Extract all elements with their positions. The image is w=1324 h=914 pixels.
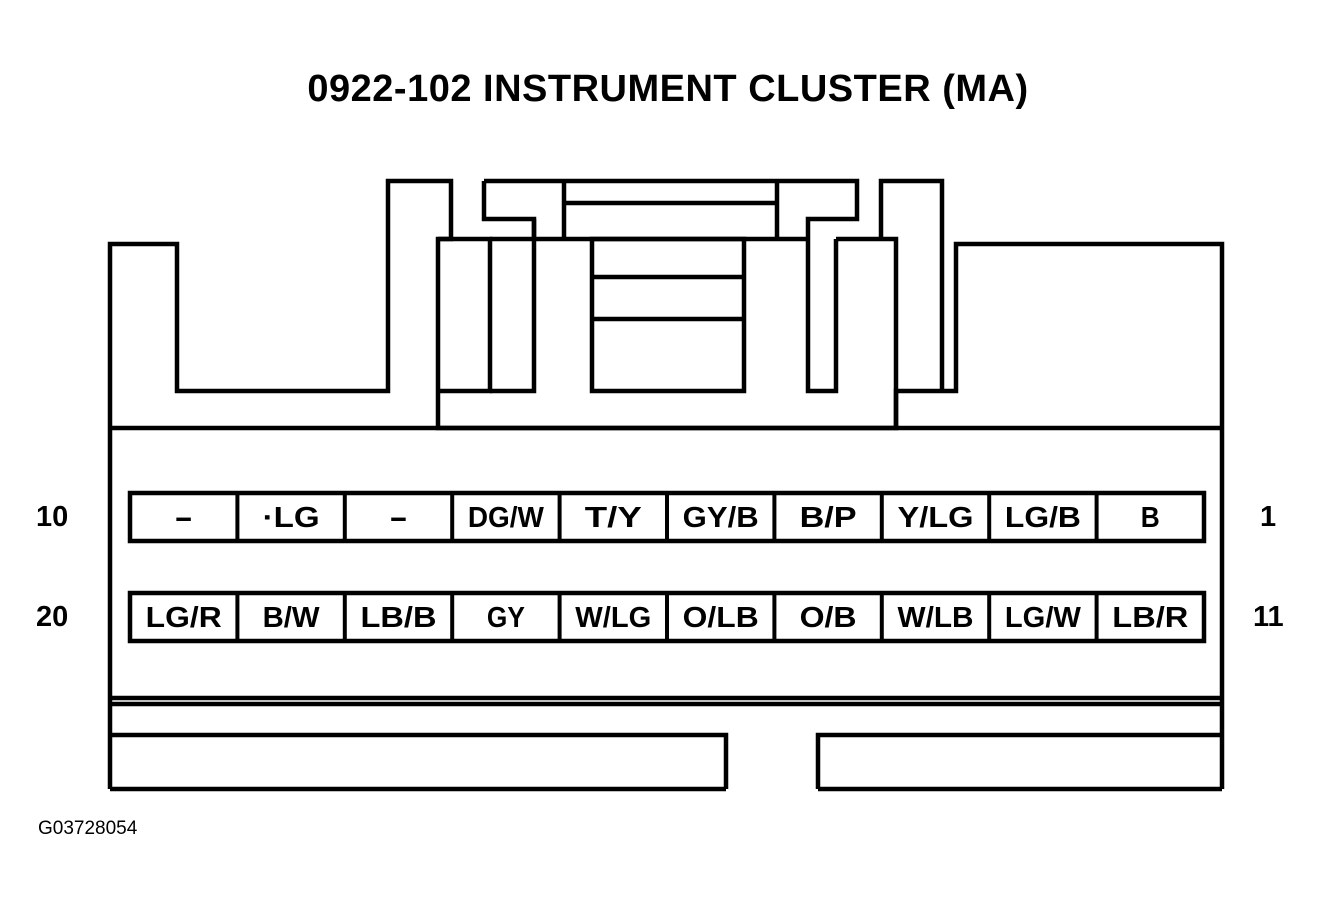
pin-wire-color: W/LB — [898, 602, 974, 634]
bottom-notch-right — [815, 732, 1222, 789]
pin-row-top: - ·LG - DG/W T/Y GY/B B/P Y/LG LG/B B — [127, 490, 1207, 544]
pin-wire-color: T/Y — [585, 502, 642, 534]
diagram-title: 0922-102 INSTRUMENT CLUSTER (MA) — [307, 68, 1029, 110]
pin-wire-color: - — [389, 502, 408, 534]
pin-wire-color: LB/R — [1112, 602, 1188, 634]
pin-wire-color: Y/LG — [898, 502, 974, 534]
latch-top-frame-left — [481, 181, 537, 239]
pin-number-11: 11 — [1253, 601, 1284, 633]
pin-number-1: 1 — [1260, 501, 1277, 533]
pin-wire-color: LB/B — [361, 602, 437, 634]
pin-wire-color: GY — [487, 602, 525, 634]
left-latch-arm — [490, 219, 537, 394]
pin-wire-color: GY/B — [683, 502, 759, 534]
figure-id: G03728054 — [38, 818, 138, 839]
pin-wire-color: ·LG — [263, 502, 320, 534]
pin-wire-color: B — [1141, 502, 1160, 534]
bottom-notch-left — [110, 732, 729, 789]
pin-wire-color: LG/R — [146, 602, 222, 634]
pin-wire-color: LG/W — [1005, 602, 1082, 634]
pin-wire-color: W/LG — [575, 602, 651, 634]
latch-top-frame — [484, 178, 860, 239]
pin-wire-color: O/LB — [683, 602, 759, 634]
pin-wire-color: - — [174, 502, 193, 534]
pin-number-20: 20 — [36, 601, 69, 633]
pin-number-10: 10 — [36, 501, 69, 533]
pin-wire-color: DG/W — [468, 502, 545, 534]
right-tall-tab — [878, 178, 945, 391]
latch-body — [589, 236, 747, 394]
pin-wire-color: B/P — [800, 502, 857, 534]
pin-wire-color: B/W — [263, 602, 321, 634]
right-inner-tab — [836, 236, 899, 428]
pin-row-bottom: LG/R B/W LB/B GY W/LG O/LB O/B W/LB LG/W LB/R — [127, 590, 1207, 644]
right-latch-arm — [805, 239, 839, 394]
left-inner-tab — [438, 236, 493, 394]
pin-wire-color: O/B — [800, 602, 857, 634]
pin-wire-color: LG/B — [1005, 502, 1081, 534]
